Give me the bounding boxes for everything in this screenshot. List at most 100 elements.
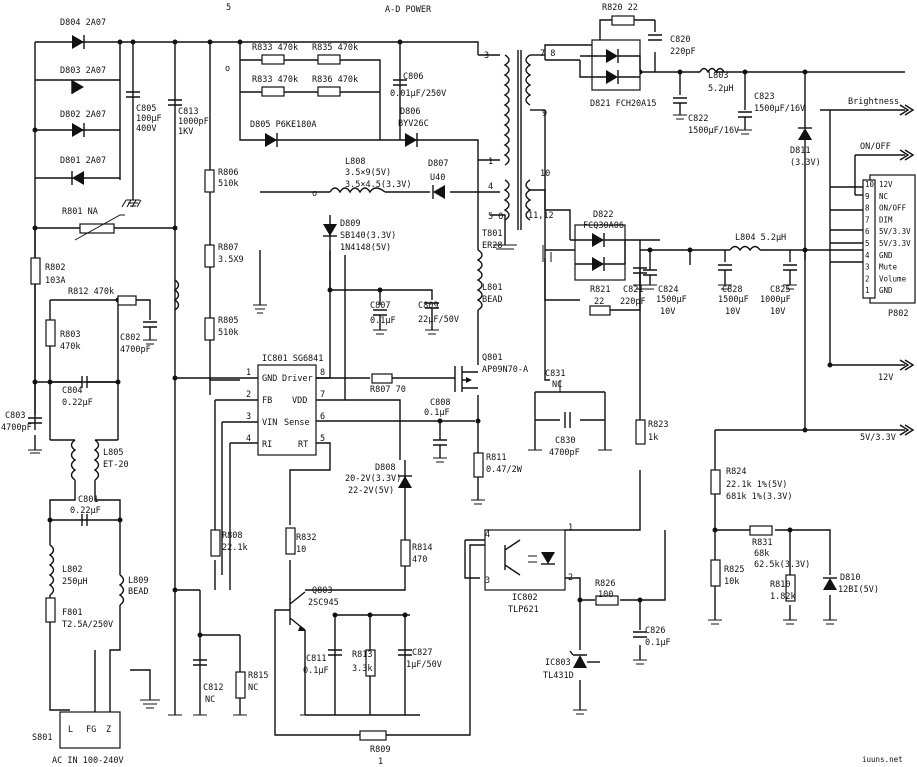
- label-r808-value: 22.1k: [222, 543, 248, 553]
- label-c806-value: 0.01µF/250V: [390, 89, 446, 99]
- d806-symbol: [405, 133, 418, 147]
- label-d803: D803 2A07: [60, 66, 106, 76]
- label-r807a-value: 3.5X9: [218, 255, 244, 265]
- label-d808-b: 22-2V(5V): [348, 486, 394, 496]
- label-c812: C812: [203, 683, 223, 693]
- label-r815: R815: [248, 671, 268, 681]
- label-ic801: IC801 SG6841: [262, 354, 323, 364]
- connector-p802: [830, 174, 916, 304]
- label-dot-mark-a: ο: [225, 64, 230, 74]
- label-c807: C807: [370, 301, 390, 311]
- label-d808: D808: [375, 463, 395, 473]
- label-r803: R803: [60, 330, 80, 340]
- label-t-pin5: 5 O: [488, 212, 503, 222]
- label-ic-pin8: 8: [320, 368, 325, 378]
- label-r810-value: 1.82k: [770, 592, 796, 602]
- label-c808-value: 0.1µF: [424, 408, 450, 418]
- label-opto-pin3: 3: [485, 576, 490, 586]
- label-l801-part: BEAD: [482, 295, 502, 305]
- label-ic803: IC803: [545, 658, 571, 668]
- label-c802-value: 4700pF: [120, 345, 151, 355]
- label-r810: R810: [770, 580, 790, 590]
- label-opto-pin4: 4: [485, 530, 490, 540]
- label-c826: C826: [645, 626, 665, 636]
- label-c824-rating: 10V: [660, 307, 675, 317]
- label-r825-value: 10k: [724, 577, 739, 587]
- l804-coil: [729, 245, 761, 252]
- label-l808: L808: [345, 157, 365, 167]
- l805-coil-b: [93, 439, 100, 481]
- label-l808-a: 3.5×9(5V): [345, 168, 391, 178]
- r823-body: [635, 419, 646, 445]
- label-r813-value: 3.3k: [352, 664, 372, 674]
- l802-coil: [48, 544, 55, 596]
- label-ic-pin7: 7: [320, 390, 325, 400]
- label-t-pin9: 9: [542, 109, 547, 119]
- label-c805-value: 100µF: [136, 114, 162, 124]
- r835-body: [317, 54, 341, 65]
- label-c821-value: 220pF: [620, 297, 646, 307]
- label-c828-rating: 10V: [725, 307, 740, 317]
- label-ic-vin: VIN: [262, 418, 277, 428]
- label-ic803-part: TL431D: [543, 671, 574, 681]
- label-c824-value: 1500µF: [656, 295, 687, 305]
- p802-pin-name: 5V/3.3V: [879, 227, 911, 236]
- label-ic802: IC802: [512, 593, 538, 603]
- l-aux-coil: [173, 279, 180, 311]
- p802-pin-number: 9: [865, 192, 870, 201]
- label-c831-value: NC: [552, 380, 562, 390]
- label-c804: C804: [62, 386, 82, 396]
- bridge-diodes: [71, 35, 85, 185]
- label-r807a: R807: [218, 243, 238, 253]
- label-d805: D805 P6KE180A: [250, 120, 317, 130]
- label-ic-pin1: 1: [246, 368, 251, 378]
- label-d809-b: 1N4148(5V): [340, 243, 391, 253]
- label-c825-value: 1000µF: [760, 295, 791, 305]
- label-dot-mark-b: ο: [312, 189, 317, 199]
- misc-diodes: [265, 127, 837, 590]
- label-r814-value: 470: [412, 555, 427, 565]
- r812-body: [117, 295, 137, 306]
- label-c813: C813: [178, 107, 198, 117]
- label-q803: Q803: [312, 586, 332, 596]
- dual-diode-d822: [574, 224, 626, 281]
- label-r835: R835 470k: [312, 43, 358, 53]
- label-ac-z: Z: [106, 725, 111, 735]
- label-out-5v: 5V/3.3V: [860, 433, 896, 443]
- label-r832: R832: [296, 533, 316, 543]
- label-c821: C821: [623, 285, 643, 295]
- label-l804: L804 5.2µH: [735, 233, 786, 243]
- p802-pin-name: NC: [879, 192, 888, 201]
- label-c824: C824: [658, 285, 678, 295]
- r825-body: [710, 559, 721, 587]
- label-l803: L803: [708, 71, 728, 81]
- grounds: [28, 114, 837, 716]
- label-t-pin4: 4: [488, 182, 493, 192]
- diode-d803-symbol: [71, 80, 84, 94]
- diagram-title: A-D POWER: [385, 5, 432, 15]
- wires: [34, 19, 905, 736]
- q803-symbol: [289, 591, 306, 631]
- dual-diode-d821: [579, 39, 641, 91]
- r803-body: [45, 319, 56, 347]
- label-ic-pin6: 6: [320, 412, 325, 422]
- label-c823-value: 1500µF/16V: [754, 104, 805, 114]
- label-r820: R820 22: [602, 3, 638, 13]
- l805-coil-a: [70, 439, 77, 481]
- label-d810-value: 12BI(5V): [838, 585, 879, 595]
- labels: A-D POWER iuuns.net D804 2A07 D803 2A07 …: [1, 3, 908, 767]
- label-d822: D822: [593, 210, 613, 220]
- label-c820-value: 220pF: [670, 47, 696, 57]
- label-c801-value: 0.22µF: [70, 506, 101, 516]
- label-t-pin1: 1: [488, 157, 493, 167]
- label-l805: L805: [103, 448, 123, 458]
- r833b-body: [261, 86, 285, 97]
- label-c831: C831: [545, 369, 565, 379]
- label-r806: R806: [218, 168, 238, 178]
- r815-body: [235, 671, 246, 699]
- label-out-12v: 12V: [878, 373, 893, 383]
- r833a-body: [261, 54, 285, 65]
- ic803-symbol: [569, 650, 600, 668]
- label-r802: R802: [45, 263, 65, 273]
